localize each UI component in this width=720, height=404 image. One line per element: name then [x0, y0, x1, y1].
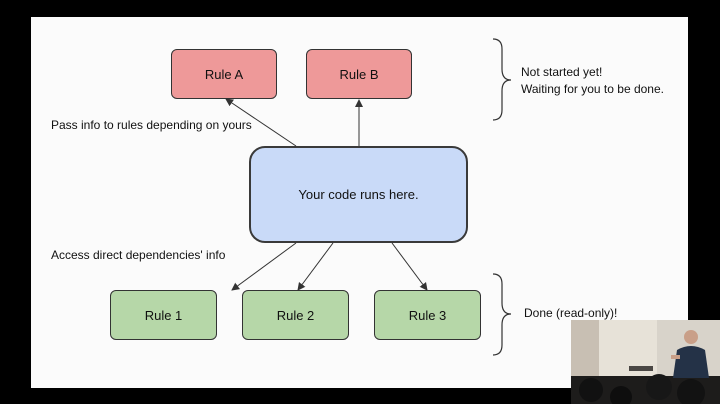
not-started-line-2: Waiting for you to be done.: [521, 82, 664, 96]
current-rule-label: Your code runs here.: [298, 187, 419, 202]
rule-b-label: Rule B: [339, 66, 379, 82]
access-info-annotation: Access direct dependencies' info: [51, 248, 226, 262]
rule-2-label: Rule 2: [276, 307, 315, 323]
not-started-note: Not started yet! Waiting for you to be d…: [521, 64, 664, 98]
rule-1-node: Rule 1: [110, 290, 217, 340]
rule-b-node: Rule B: [306, 49, 412, 99]
rule-a-node: Rule A: [171, 49, 277, 99]
pass-info-annotation: Pass info to rules depending on yours: [51, 118, 252, 132]
speaker-photo: [571, 320, 720, 404]
slide: Rule A Rule B Your code runs here. Rule …: [31, 17, 688, 388]
rule-1-label: Rule 1: [144, 307, 183, 323]
current-rule-node: Your code runs here.: [249, 146, 468, 243]
rule-a-label: Rule A: [204, 66, 244, 82]
done-note: Done (read-only)!: [524, 306, 618, 320]
rule-2-node: Rule 2: [242, 290, 349, 340]
not-started-line-1: Not started yet!: [521, 65, 603, 79]
speaker-camera-thumbnail: [571, 320, 720, 404]
rule-3-node: Rule 3: [374, 290, 481, 340]
rule-3-label: Rule 3: [408, 307, 447, 323]
